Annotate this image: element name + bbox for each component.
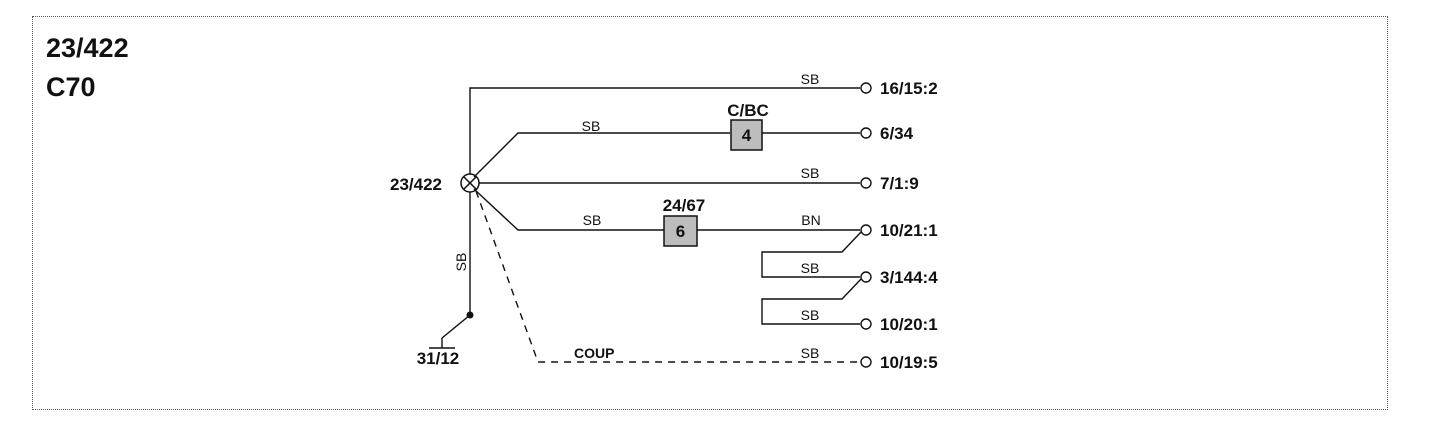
wire-3-144-4 bbox=[761, 230, 863, 278]
wire-10-21-1-a bbox=[473, 188, 664, 231]
wire-color-label: BN bbox=[801, 212, 820, 228]
vehicle-model: C70 bbox=[46, 72, 96, 102]
terminal-icon bbox=[860, 356, 872, 368]
connector-label: 10/19:5 bbox=[880, 353, 938, 372]
connector-label: 7/1:9 bbox=[880, 174, 919, 193]
terminal-icon bbox=[860, 271, 872, 283]
shield-label: COUP bbox=[574, 345, 614, 361]
wire-shield bbox=[475, 190, 860, 363]
wire-color-label: SB bbox=[801, 260, 820, 276]
ground-point-label: 23/422 bbox=[390, 175, 442, 194]
component-c-bc: 4 bbox=[730, 119, 763, 151]
connector-label: 10/21:1 bbox=[880, 221, 938, 240]
wire-color-label: SB bbox=[801, 165, 820, 181]
wire-6-34-a bbox=[473, 132, 730, 178]
component-c-bc-name: C/BC bbox=[727, 101, 769, 120]
connector-label: 16/15:2 bbox=[880, 79, 938, 98]
diagram-frame bbox=[32, 16, 1388, 410]
wire-color-label: SB bbox=[583, 212, 602, 228]
connector-label: 10/20:1 bbox=[880, 315, 938, 334]
terminal-icon bbox=[860, 224, 872, 236]
connector-label: 3/144:4 bbox=[880, 268, 938, 287]
ground-point-symbol bbox=[460, 173, 480, 193]
diagram-code: 23/422 bbox=[46, 33, 129, 63]
wire-color-label: SB bbox=[801, 307, 820, 323]
wire-16-15-2 bbox=[469, 87, 860, 174]
component-24-67-number: 6 bbox=[676, 222, 685, 241]
connector-terminals bbox=[860, 82, 872, 368]
ground-junction bbox=[466, 311, 474, 319]
terminal-icon bbox=[860, 82, 872, 94]
ground-symbol bbox=[429, 338, 455, 349]
terminal-icon bbox=[860, 318, 872, 330]
wire-color-label: SB bbox=[453, 253, 469, 272]
wire-color-label: SB bbox=[801, 345, 820, 361]
component-24-67: 6 bbox=[663, 215, 698, 247]
wire-10-20-1 bbox=[761, 277, 863, 325]
component-24-67-name: 24/67 bbox=[663, 196, 706, 215]
connector-label: 6/34 bbox=[880, 124, 914, 143]
terminal-icon bbox=[860, 177, 872, 189]
terminal-icon bbox=[860, 127, 872, 139]
wire-color-label: SB bbox=[582, 118, 601, 134]
ground-terminal-label: 31/12 bbox=[417, 349, 460, 368]
wire-color-label: SB bbox=[801, 71, 820, 87]
component-c-bc-number: 4 bbox=[742, 126, 752, 145]
